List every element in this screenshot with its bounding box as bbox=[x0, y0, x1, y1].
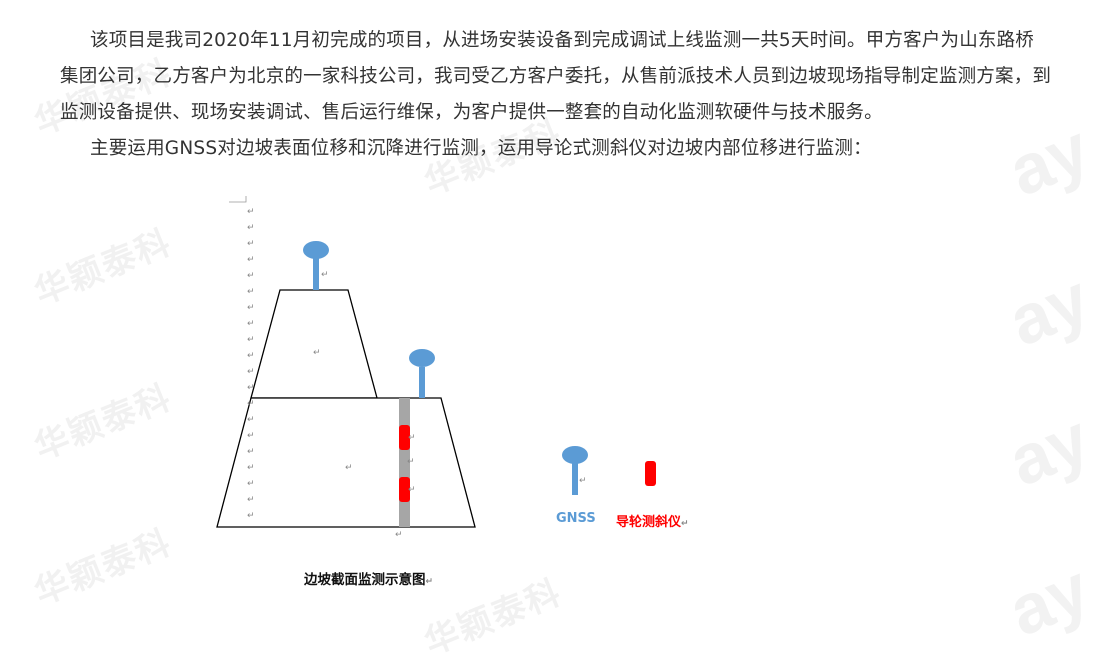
paragraph-marks: ↵ ↵ ↵ ↵ ↵ ↵ ↵ ↵ ↵ ↵ ↵ ↵ ↵ ↵ ↵ ↵ ↵ ↵ ↵ ↵ ↵ ↵ ↵ ↵ ↵ ↵ ↵… bbox=[247, 207, 587, 540]
svg-text:↵: ↵ bbox=[408, 433, 416, 443]
svg-text:↵: ↵ bbox=[247, 351, 255, 361]
svg-text:↵: ↵ bbox=[247, 255, 255, 265]
svg-text:↵: ↵ bbox=[247, 511, 255, 521]
svg-text:↵: ↵ bbox=[247, 479, 255, 489]
svg-text:↵: ↵ bbox=[247, 271, 255, 281]
legend-gnss-icon bbox=[562, 446, 588, 495]
svg-text:↵: ↵ bbox=[247, 399, 255, 409]
inclinometer-icon bbox=[399, 425, 410, 450]
svg-text:↵: ↵ bbox=[247, 303, 255, 313]
svg-text:↵: ↵ bbox=[247, 463, 255, 473]
legend-gnss-label: GNSS bbox=[556, 511, 596, 526]
svg-text:↵: ↵ bbox=[247, 223, 255, 233]
svg-text:↵: ↵ bbox=[247, 495, 255, 505]
svg-text:↵: ↵ bbox=[345, 463, 353, 473]
svg-text:↵: ↵ bbox=[247, 383, 255, 393]
svg-text:↵: ↵ bbox=[247, 335, 255, 345]
svg-text:↵: ↵ bbox=[247, 239, 255, 249]
crop-mark bbox=[229, 196, 247, 203]
svg-text:↵: ↵ bbox=[247, 319, 255, 329]
paragraph-methods: 主要运用GNSS对边坡表面位移和沉降进行监测，运用导论式测斜仪对边坡内部位移进行… bbox=[60, 131, 1080, 167]
svg-text:↵: ↵ bbox=[408, 485, 416, 495]
svg-text:↵: ↵ bbox=[395, 530, 403, 540]
svg-text:↵: ↵ bbox=[407, 457, 415, 467]
svg-text:↵: ↵ bbox=[247, 207, 255, 217]
svg-text:↵: ↵ bbox=[247, 287, 255, 297]
legend-inclinometer-label: 导轮测斜仪↵ bbox=[616, 515, 689, 530]
lower-slope-shape bbox=[216, 397, 476, 528]
svg-text:↵: ↵ bbox=[247, 431, 255, 441]
paragraph-project-intro: 该项目是我司2020年11月初完成的项目，从进场安装设备到完成调试上线监测一共5… bbox=[60, 23, 1080, 131]
text-line: 主要运用GNSS对边坡表面位移和沉降进行监测，运用导论式测斜仪对边坡内部位移进行… bbox=[90, 138, 872, 159]
svg-text:↵: ↵ bbox=[247, 415, 255, 425]
svg-text:↵: ↵ bbox=[247, 367, 255, 377]
svg-text:↵: ↵ bbox=[247, 447, 255, 457]
text-line: 监测设备提供、现场安装调试、售后运行维保，为客户提供一整套的自动化监测软硬件与技… bbox=[60, 102, 883, 123]
figure-caption: 边坡截面监测示意图↵ bbox=[304, 572, 434, 588]
slope-section-diagram: ↵ ↵ ↵ ↵ ↵ ↵ ↵ ↵ ↵ ↵ ↵ ↵ ↵ ↵ ↵ ↵ ↵ ↵ ↵ ↵ ↵ ↵ ↵ ↵ ↵ ↵ ↵… bbox=[216, 196, 656, 540]
text-line: 该项目是我司2020年11月初完成的项目，从进场安装设备到完成调试上线监测一共5… bbox=[90, 30, 1034, 51]
legend-inclinometer-icon bbox=[645, 461, 656, 486]
svg-text:↵: ↵ bbox=[321, 270, 329, 280]
svg-text:↵: ↵ bbox=[313, 348, 321, 358]
svg-text:↵: ↵ bbox=[579, 476, 587, 486]
gnss-antenna-icon bbox=[303, 241, 329, 290]
inclinometer-icon bbox=[399, 477, 410, 502]
upper-slope-shape bbox=[250, 289, 378, 399]
borehole bbox=[399, 398, 410, 527]
gnss-antenna-icon bbox=[409, 349, 435, 398]
text-line: 集团公司，乙方客户为北京的一家科技公司，我司受乙方客户委托，从售前派技术人员到边… bbox=[60, 66, 1052, 87]
